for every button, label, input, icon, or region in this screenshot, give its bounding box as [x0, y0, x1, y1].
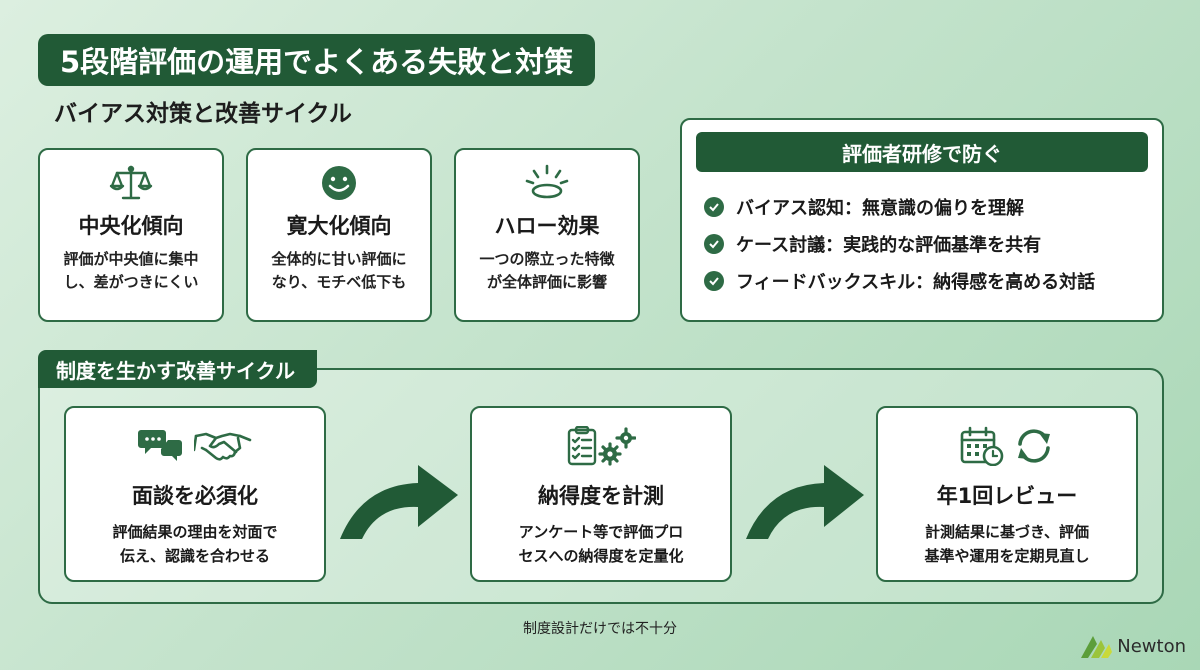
handshake-icon [194, 432, 252, 461]
calendar-clock-icon [960, 426, 1004, 466]
training-item: ケース討議：実践的な評価基準を共有 [704, 225, 1162, 262]
step-name: 面談を必須化 [132, 484, 258, 508]
bias-desc: 全体的に甘い評価に なり、モチベ低下も [271, 250, 407, 292]
checklist-gears-icon [567, 426, 636, 466]
brand-name: Newton [1117, 635, 1186, 657]
cycle-label: 制度を生かす改善サイクル [38, 350, 317, 388]
bias-desc: 一つの際立った特徴 が全体評価に影響 [479, 250, 615, 292]
step-review: 年1回レビュー 計測結果に基づき、評価 基準や運用を定期見直し [876, 406, 1138, 582]
training-list: バイアス認知：無意識の偏りを理解 ケース討議：実践的な評価基準を共有 フィードバ… [704, 188, 1162, 299]
check-icon [704, 233, 724, 254]
bias-card-lenient: 寛大化傾向 全体的に甘い評価に なり、モチベ低下も [246, 148, 432, 322]
arrow-icon [340, 465, 458, 539]
step-interview: 面談を必須化 評価結果の理由を対面で 伝え、認識を合わせる [64, 406, 326, 582]
step-icons [66, 426, 324, 466]
arrow-icon [746, 465, 864, 539]
bias-card-halo: ハロー効果 一つの際立った特徴 が全体評価に影響 [454, 148, 640, 322]
step-name: 納得度を計測 [538, 484, 664, 508]
training-panel: 評価者研修で防ぐ バイアス認知：無意識の偏りを理解 ケース討議：実践的な評価基準… [680, 118, 1164, 322]
training-item-label: ケース討議：実践的な評価基準を共有 [736, 234, 1042, 256]
brand-logo: Newton [1079, 632, 1186, 660]
bias-name: 中央化傾向 [78, 214, 184, 238]
chat-bubbles-icon [138, 430, 182, 461]
bias-desc: 評価が中央値に集中 し、差がつきにくい [63, 250, 199, 292]
newton-logo-icon [1081, 636, 1113, 658]
step-desc: アンケート等で評価プロ セスへの納得度を定量化 [518, 523, 684, 565]
smiley-icon [322, 166, 356, 200]
check-icon [704, 270, 724, 291]
training-item: バイアス認知：無意識の偏りを理解 [704, 188, 1162, 225]
step-icons [878, 426, 1136, 466]
halo-icon [525, 164, 569, 199]
footnote: 制度設計だけでは不十分 [523, 621, 677, 637]
bias-name: ハロー効果 [494, 214, 600, 238]
training-item-label: フィードバックスキル：納得感を高める対話 [736, 271, 1096, 293]
step-name: 年1回レビュー [936, 484, 1078, 508]
check-icon [704, 196, 724, 217]
page-subtitle: バイアス対策と改善サイクル [54, 101, 352, 127]
training-title: 評価者研修で防ぐ [696, 132, 1148, 172]
step-desc: 評価結果の理由を対面で 伝え、認識を合わせる [112, 523, 278, 565]
refresh-icon [1018, 429, 1050, 463]
step-measure: 納得度を計測 アンケート等で評価プロ セスへの納得度を定量化 [470, 406, 732, 582]
bias-card-central: 中央化傾向 評価が中央値に集中 し、差がつきにくい [38, 148, 224, 322]
bias-name: 寛大化傾向 [286, 214, 392, 238]
page-title: 5段階評価の運用でよくある失敗と対策 [38, 34, 596, 86]
training-item-label: バイアス認知：無意識の偏りを理解 [736, 197, 1024, 219]
step-desc: 計測結果に基づき、評価 基準や運用を定期見直し [924, 523, 1090, 565]
step-icons [472, 426, 730, 466]
scales-icon [109, 165, 153, 200]
training-item: フィードバックスキル：納得感を高める対話 [704, 262, 1162, 299]
